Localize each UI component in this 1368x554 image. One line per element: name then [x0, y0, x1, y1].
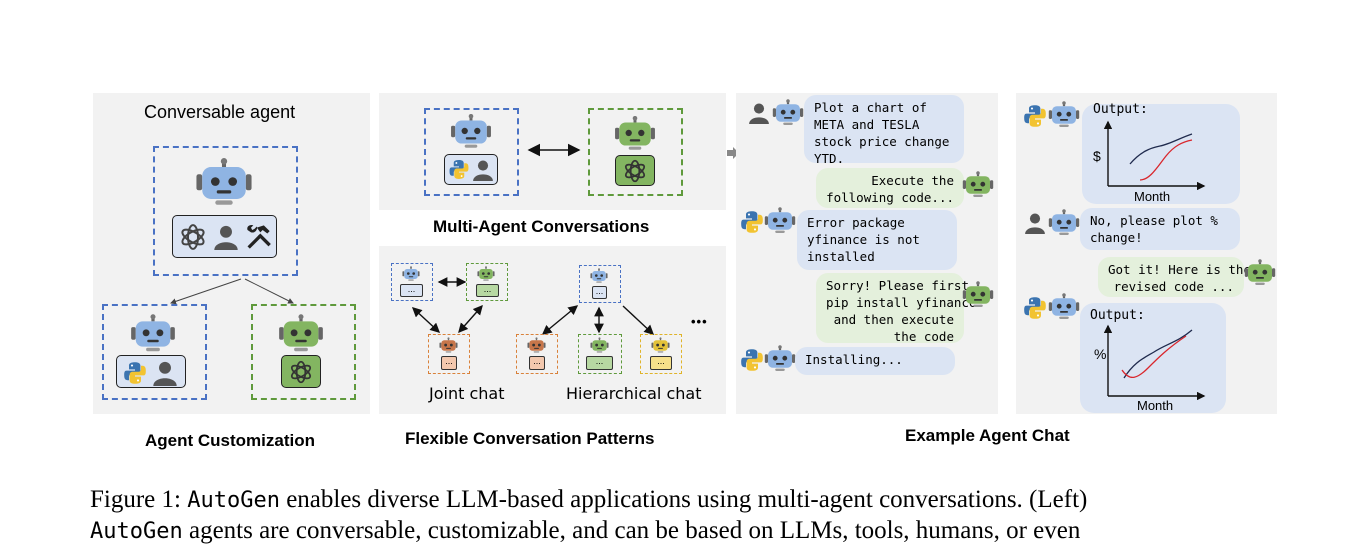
human-agent-box — [102, 304, 207, 400]
robot-icon — [614, 116, 656, 152]
robot-icon — [1048, 209, 1080, 237]
flexible-patterns-label: Flexible Conversation Patterns — [405, 429, 655, 448]
chat-message-7: Got it! Here is the revised code ... — [1098, 257, 1251, 297]
robot-icon — [477, 266, 495, 282]
robot-icon — [439, 337, 458, 354]
robot-icon — [651, 337, 670, 354]
plot-2-lines — [1103, 324, 1206, 400]
robot-icon — [962, 281, 994, 309]
hier-agent-2-box: ... — [586, 356, 613, 370]
plot-2-ylabel: % — [1094, 346, 1107, 362]
hier-agent-3 — [640, 334, 682, 374]
multi-agent-label: Multi-Agent Conversations — [433, 217, 650, 236]
python-icon — [122, 361, 148, 385]
robot-icon — [590, 337, 609, 354]
plot-1-title: Output: — [1093, 102, 1148, 117]
chat-message-2: Execute the following code... — [816, 168, 964, 208]
caption-code-1: AutoGen — [187, 488, 280, 513]
bidirectional-arrow — [527, 143, 581, 157]
agent-customization-label: Agent Customization — [145, 431, 315, 450]
robot-icon — [130, 314, 176, 354]
openai-icon — [288, 359, 314, 385]
pattern-arrows — [411, 277, 655, 335]
hier-agent-3-box: ... — [650, 356, 672, 370]
plot-1-xlabel: Month — [1134, 189, 1171, 204]
joint-agent-1-box: ... — [400, 284, 423, 297]
robot-icon — [764, 207, 796, 235]
python-icon — [1023, 296, 1047, 320]
robot-icon — [1048, 293, 1080, 321]
python-icon — [1023, 104, 1047, 128]
caption-code-2: AutoGen — [90, 519, 183, 544]
robot-icon — [402, 266, 420, 282]
robot-icon — [1048, 101, 1080, 129]
joint-chat-label: Joint chat — [429, 384, 505, 403]
hier-agent-1-box: ... — [529, 356, 545, 370]
python-icon — [740, 348, 764, 372]
robot-icon — [772, 99, 804, 127]
openai-icon — [622, 158, 648, 184]
figure-caption-line-1: Figure 1: AutoGen enables diverse LLM-ba… — [90, 485, 1087, 515]
conversable-agent-box — [153, 146, 298, 276]
joint-agent-3 — [428, 334, 470, 374]
hier-agent-top-box: ... — [592, 286, 607, 299]
plot-2-xlabel: Month — [1137, 398, 1174, 413]
robot-icon — [527, 337, 546, 354]
hier-agent-top — [579, 265, 621, 303]
hierarchical-chat-label: Hierarchical chat — [566, 384, 702, 403]
joint-agent-2-box: ... — [476, 284, 499, 297]
robot-icon — [1244, 259, 1276, 287]
example-chat-label: Example Agent Chat — [905, 426, 1070, 445]
joint-agent-2 — [466, 263, 508, 301]
chat-message-4: Sorry! Please first pip install yfinance… — [816, 273, 977, 344]
hier-agent-1 — [516, 334, 558, 374]
agent-a-box — [424, 108, 519, 196]
chat-message-1: Plot a chart of META and TESLA stock pri… — [804, 95, 964, 166]
person-icon — [748, 102, 770, 124]
person-icon — [472, 159, 494, 181]
plot-2-title: Output: — [1090, 308, 1145, 323]
llm-agent-box — [251, 304, 356, 400]
caption-prefix: Figure 1: — [90, 486, 188, 513]
robot-icon — [450, 114, 492, 150]
python-icon — [740, 210, 764, 234]
robot-icon — [764, 345, 796, 373]
branch-arrows — [170, 278, 294, 305]
hier-agent-2 — [578, 334, 622, 374]
chat-message-3: Error package yfinance is not installed — [797, 210, 957, 270]
plot-1-lines — [1103, 120, 1206, 190]
caption-text-1: enables diverse LLM-based applications u… — [279, 486, 1088, 513]
figure-caption-line-2: AutoGen agents are conversable, customiz… — [90, 516, 1080, 546]
chat-message-5: Installing... — [795, 347, 955, 375]
caption-text-2: agents are conversable, customizable, an… — [182, 517, 1081, 544]
robot-icon — [590, 268, 608, 284]
agent-b-box — [588, 108, 683, 196]
person-icon — [1024, 212, 1046, 234]
robot-icon — [278, 314, 324, 354]
plot-1-ylabel: $ — [1093, 148, 1101, 164]
more-patterns-ellipsis: ••• — [691, 314, 708, 329]
conversable-agent-title: Conversable agent — [144, 102, 296, 122]
person-icon — [152, 360, 178, 386]
joint-agent-1 — [391, 263, 433, 301]
joint-agent-3-box: ... — [441, 356, 457, 370]
python-icon — [448, 159, 470, 180]
robot-icon — [962, 171, 994, 199]
chat-message-6: No, please plot % change! — [1080, 208, 1240, 250]
